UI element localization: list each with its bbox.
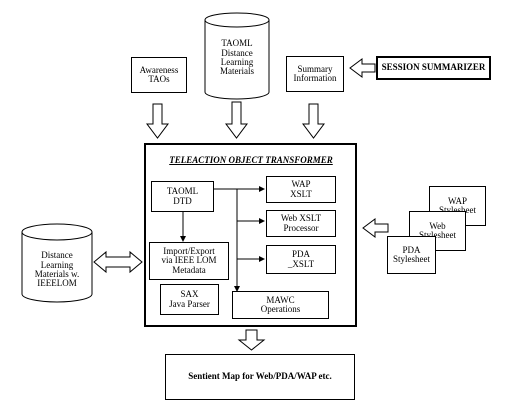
taoml-database-cylinder [204, 12, 270, 100]
stylesheet-to-transformer-arrow [362, 218, 389, 238]
ieee-lom-database-cylinder [21, 223, 93, 303]
sax-parser-box: SAX Java Parser [160, 284, 219, 315]
ieee-lom-database-label: Distance Learning Materials w. IEEELOM [34, 250, 80, 289]
sentient-map-output-box: Sentient Map for Web/PDA/WAP etc. [165, 354, 355, 400]
summary-information-box: Summary Information [286, 56, 344, 92]
db-transformer-double-arrow [93, 250, 143, 274]
taoml-down-arrow [225, 101, 248, 139]
transformer-title: TELEACTION OBJECT TRANSFORMER [169, 155, 333, 166]
output-down-arrow [237, 329, 266, 351]
session-summarizer-box: SESSION SUMMARIZER [376, 56, 491, 80]
wap-xslt-box: WAP XSLT [266, 176, 336, 203]
taoml-database-label: TAOML Distance Learning Materials [220, 38, 254, 77]
teleaction-object-transformer-box [144, 143, 357, 327]
awareness-taos-box: Awareness TAOs [131, 57, 187, 93]
awareness-down-arrow [146, 103, 169, 139]
pda-stylesheet-box: PDA Stylesheet [387, 236, 436, 274]
summary-down-arrow [302, 103, 325, 139]
mawc-operations-box: MAWC Operations [232, 291, 329, 319]
wap-stylesheet-box: WAP Stylesheet [429, 186, 486, 226]
import-export-box: Import/Export via IEEE LOM Metadata [149, 242, 229, 280]
session-to-summary-arrow [349, 58, 376, 78]
taoml-dtd-box: TAOML DTD [151, 181, 214, 212]
pda-xslt-box: PDA _XSLT [266, 245, 336, 274]
web-xslt-processor-box: Web XSLT Processor [266, 210, 336, 237]
